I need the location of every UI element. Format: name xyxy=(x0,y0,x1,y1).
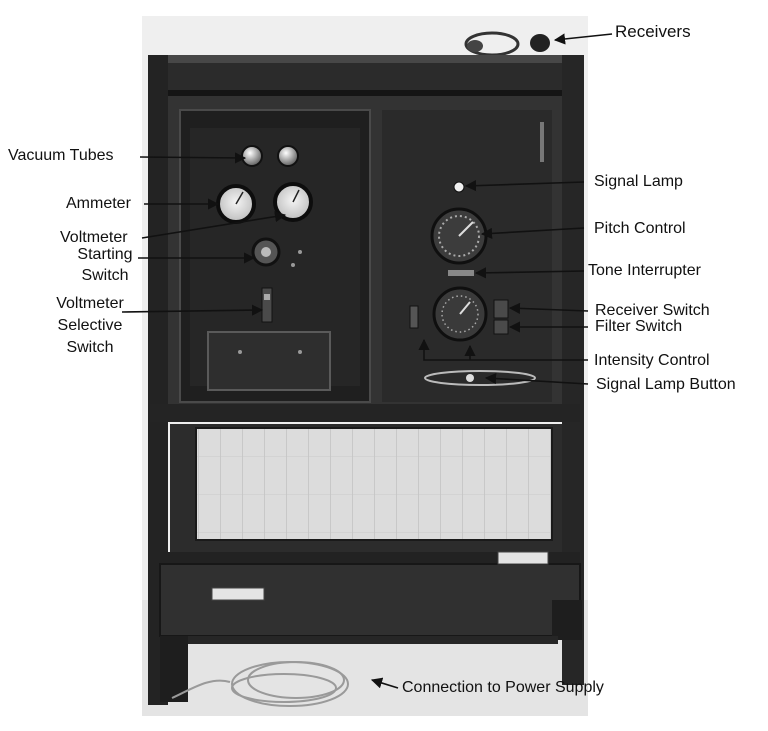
power-supply-cable xyxy=(171,661,349,707)
label-tone-interrupter: Tone Interrupter xyxy=(588,262,701,279)
arrow-tone-interrupter xyxy=(474,267,585,279)
signal-lamp-button-cord xyxy=(424,370,536,386)
arrow-power-supply xyxy=(370,677,399,689)
left-panel-drawer xyxy=(207,331,331,391)
card-file-section xyxy=(195,427,553,541)
tone-interrupter xyxy=(448,270,474,276)
label-starting-switch-line2: Switch xyxy=(81,267,129,284)
label-receiver-switch: Receiver Switch xyxy=(595,302,710,319)
receivers-headset xyxy=(464,31,550,57)
label-filter-switch: Filter Switch xyxy=(595,318,683,335)
voltmeter-selective-switch xyxy=(261,287,273,323)
cabinet-leg-right xyxy=(552,600,582,640)
arrow-receivers xyxy=(553,33,613,45)
label-ammeter: Ammeter xyxy=(66,195,131,212)
label-voltmeter-selective-switch: Voltmeter Selective Switch xyxy=(54,295,126,357)
label-vss-line2: Selective xyxy=(57,317,123,334)
cabinet-leg-left xyxy=(160,636,188,702)
label-voltmeter: Voltmeter xyxy=(60,229,128,246)
filter-switch xyxy=(493,319,509,335)
vacuum-tube-2 xyxy=(277,145,299,167)
leader-arrows xyxy=(121,33,613,689)
vacuum-tube-1 xyxy=(241,145,263,167)
arrow-voltmeter xyxy=(141,211,287,239)
arrow-vacuum-tubes xyxy=(139,152,247,164)
signal-lamp xyxy=(453,181,465,193)
arrow-signal-lamp xyxy=(464,180,585,192)
label-receivers: Receivers xyxy=(615,22,691,41)
label-starting-switch-line1: Starting xyxy=(77,246,133,263)
arrow-voltmeter-selective-switch xyxy=(121,304,264,316)
arrow-receiver-switch xyxy=(508,302,589,314)
label-connection-to-power-supply: Connection to Power Supply xyxy=(402,679,604,696)
drawer-handle-left xyxy=(211,587,265,601)
cabinet-middle-rail xyxy=(150,404,580,422)
label-pitch-control: Pitch Control xyxy=(594,220,686,237)
label-vss-line3: Switch xyxy=(66,339,114,356)
cabinet-right-post xyxy=(562,55,584,685)
arrow-signal-lamp-button xyxy=(484,373,589,385)
label-signal-lamp-button: Signal Lamp Button xyxy=(596,376,736,393)
arrow-intensity-control xyxy=(418,338,588,361)
drawer-handle-right xyxy=(497,551,549,565)
arrow-pitch-control xyxy=(480,227,585,239)
label-intensity-control: Intensity Control xyxy=(594,352,710,369)
label-vss-line1: Voltmeter xyxy=(56,295,124,312)
cabinet-lower-rail xyxy=(160,552,580,564)
label-signal-lamp: Signal Lamp xyxy=(594,173,683,190)
cabinet-left-post xyxy=(148,55,168,705)
label-vacuum-tubes: Vacuum Tubes xyxy=(8,147,114,164)
receiver-switch xyxy=(493,299,509,319)
label-starting-switch: Starting Switch xyxy=(74,246,136,285)
